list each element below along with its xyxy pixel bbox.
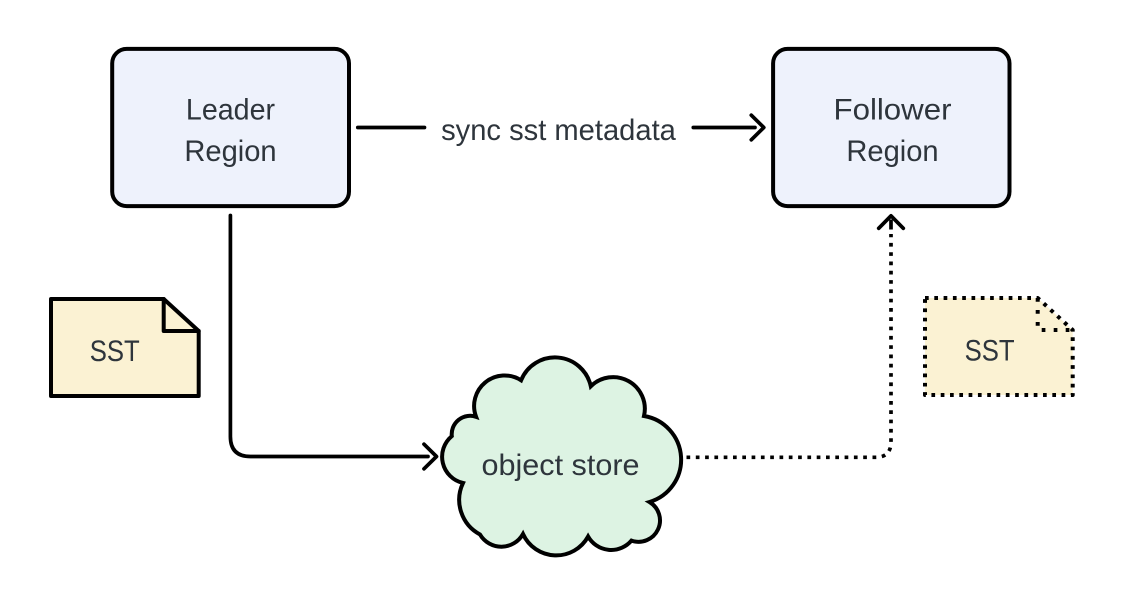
svg-text:Region: Region <box>846 135 938 168</box>
svg-text:Leader: Leader <box>186 94 275 127</box>
svg-text:Follower: Follower <box>834 94 952 127</box>
svg-text:sync sst metadata: sync sst metadata <box>441 114 676 147</box>
svg-text:SST: SST <box>90 335 140 368</box>
svg-text:SST: SST <box>965 335 1015 368</box>
svg-text:Region: Region <box>184 135 276 168</box>
svg-text:object store: object store <box>482 449 640 482</box>
